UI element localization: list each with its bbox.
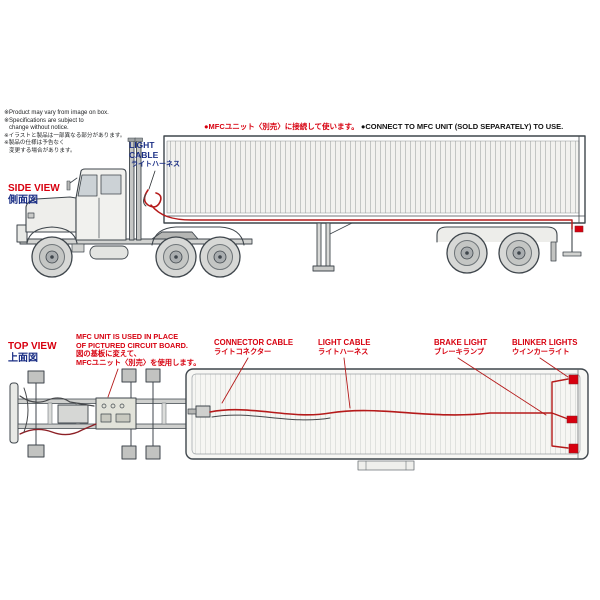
mfc-replace-note-line: 図の基板に変えて、 bbox=[76, 349, 141, 359]
top-view-title-jp: 上面図 bbox=[8, 352, 38, 364]
top-trailer bbox=[185, 368, 589, 460]
light-cable-label-line2: CABLE bbox=[129, 149, 159, 160]
light-cable-label-side: LIGHT CABLE ライトハーネス bbox=[129, 140, 180, 170]
blinker-light-right bbox=[568, 443, 579, 454]
front-bumper bbox=[16, 224, 28, 243]
cab-step bbox=[71, 243, 85, 253]
top-tractor bbox=[9, 368, 187, 460]
mfc-connect-note: ●MFCユニット〈別売〉に接続して使います。●CONNECT TO MFC UN… bbox=[204, 121, 563, 132]
light-cable-leader-line bbox=[148, 170, 156, 190]
mfc-connect-note-jp: ●MFCユニット〈別売〉に接続して使います。 bbox=[204, 122, 359, 131]
side-view-title-jp: 側面図 bbox=[8, 194, 38, 206]
light-cable-label-top-jp: ライトハーネス bbox=[318, 347, 369, 356]
blinker-light-left bbox=[568, 374, 579, 385]
side-view-title: SIDE VIEW 側面図 bbox=[8, 183, 60, 206]
top-view-title: TOP VIEW 上面図 bbox=[8, 341, 57, 364]
trailer-wheels bbox=[446, 232, 540, 274]
mirror bbox=[66, 180, 71, 191]
rear-bumper bbox=[562, 251, 582, 257]
note-line: 変更する場合があります。 bbox=[9, 147, 76, 154]
side-tractor bbox=[16, 137, 253, 278]
rear-detail-part bbox=[357, 460, 415, 471]
connector-cable-label-jp: ライトコネクター bbox=[214, 347, 272, 356]
tractor-wheels bbox=[31, 236, 241, 278]
note-line: ※製品の仕様は予告なく bbox=[4, 140, 65, 147]
note-line: change without notice. bbox=[9, 125, 69, 132]
brake-light-label-en: BRAKE LIGHT bbox=[434, 338, 488, 347]
top-front-bumper bbox=[9, 382, 19, 444]
mfc-replace-note-line: MFCユニット〈別売〉を使用します。 bbox=[76, 357, 201, 367]
mfc-connect-note-en: ●CONNECT TO MFC UNIT (SOLD SEPARATELY) T… bbox=[360, 122, 564, 131]
mfc-replace-note-line: MFC UNIT IS USED IN PLACE bbox=[76, 332, 179, 341]
exhaust-stacks bbox=[127, 137, 143, 241]
blinker-lights-label: BLINKER LIGHTS ウインカーライト bbox=[512, 338, 577, 356]
top-wheels bbox=[27, 368, 161, 460]
brake-light-part bbox=[566, 415, 578, 424]
fuel-tank bbox=[89, 245, 129, 260]
headlight bbox=[27, 212, 35, 219]
note-line: ※Specifications are subject to bbox=[4, 117, 84, 124]
blinker-lights-label-jp: ウインカーライト bbox=[512, 347, 570, 356]
top-view-title-en: TOP VIEW bbox=[8, 341, 57, 352]
brake-light-label-jp: ブレーキランプ bbox=[434, 347, 485, 356]
landing-gear-foot bbox=[312, 265, 335, 272]
connector-cable-label: CONNECTOR CABLE ライトコネクター bbox=[214, 338, 293, 356]
connector-cable-label-en: CONNECTOR CABLE bbox=[214, 338, 294, 347]
label-leader-lines bbox=[107, 357, 569, 416]
side-tail-light bbox=[574, 225, 584, 233]
battery-box bbox=[57, 404, 89, 424]
circuit-board bbox=[95, 397, 137, 430]
mfc-replace-note: MFC UNIT IS USED IN PLACE OF PICTURED CI… bbox=[76, 332, 201, 367]
side-view-drawing bbox=[16, 135, 586, 278]
note-line: ※イラストと製品は一部異なる部分があります。 bbox=[4, 132, 126, 139]
top-light-cable bbox=[209, 378, 569, 449]
side-view-title-en: SIDE VIEW bbox=[8, 183, 60, 194]
landing-gear-leg bbox=[325, 222, 331, 268]
light-cable-label-line1: LIGHT bbox=[129, 140, 155, 150]
tractor-wiring bbox=[19, 387, 97, 436]
disclaimer-notes: ※Product may vary from image on box. ※Sp… bbox=[4, 110, 134, 156]
landing-gear-leg bbox=[316, 222, 322, 268]
windshield bbox=[77, 174, 98, 197]
note-line: ※Product may vary from image on box. bbox=[4, 110, 109, 116]
brake-light-label: BRAKE LIGHT ブレーキランプ bbox=[434, 338, 487, 356]
side-trailer bbox=[163, 135, 586, 274]
top-view-drawing bbox=[9, 357, 589, 471]
mudflap bbox=[550, 241, 557, 262]
blinker-lights-label-en: BLINKER LIGHTS bbox=[512, 338, 578, 347]
side-window bbox=[100, 174, 122, 195]
light-cable-label-jp: ライトハーネス bbox=[131, 161, 180, 168]
mfc-replace-note-line: OF PICTURED CIRCUIT BOARD. bbox=[76, 340, 188, 350]
light-cable-label-top-en: LIGHT CABLE bbox=[318, 338, 371, 347]
light-cable-label-top: LIGHT CABLE ライトハーネス bbox=[318, 338, 370, 356]
side-light-cable bbox=[143, 189, 573, 230]
